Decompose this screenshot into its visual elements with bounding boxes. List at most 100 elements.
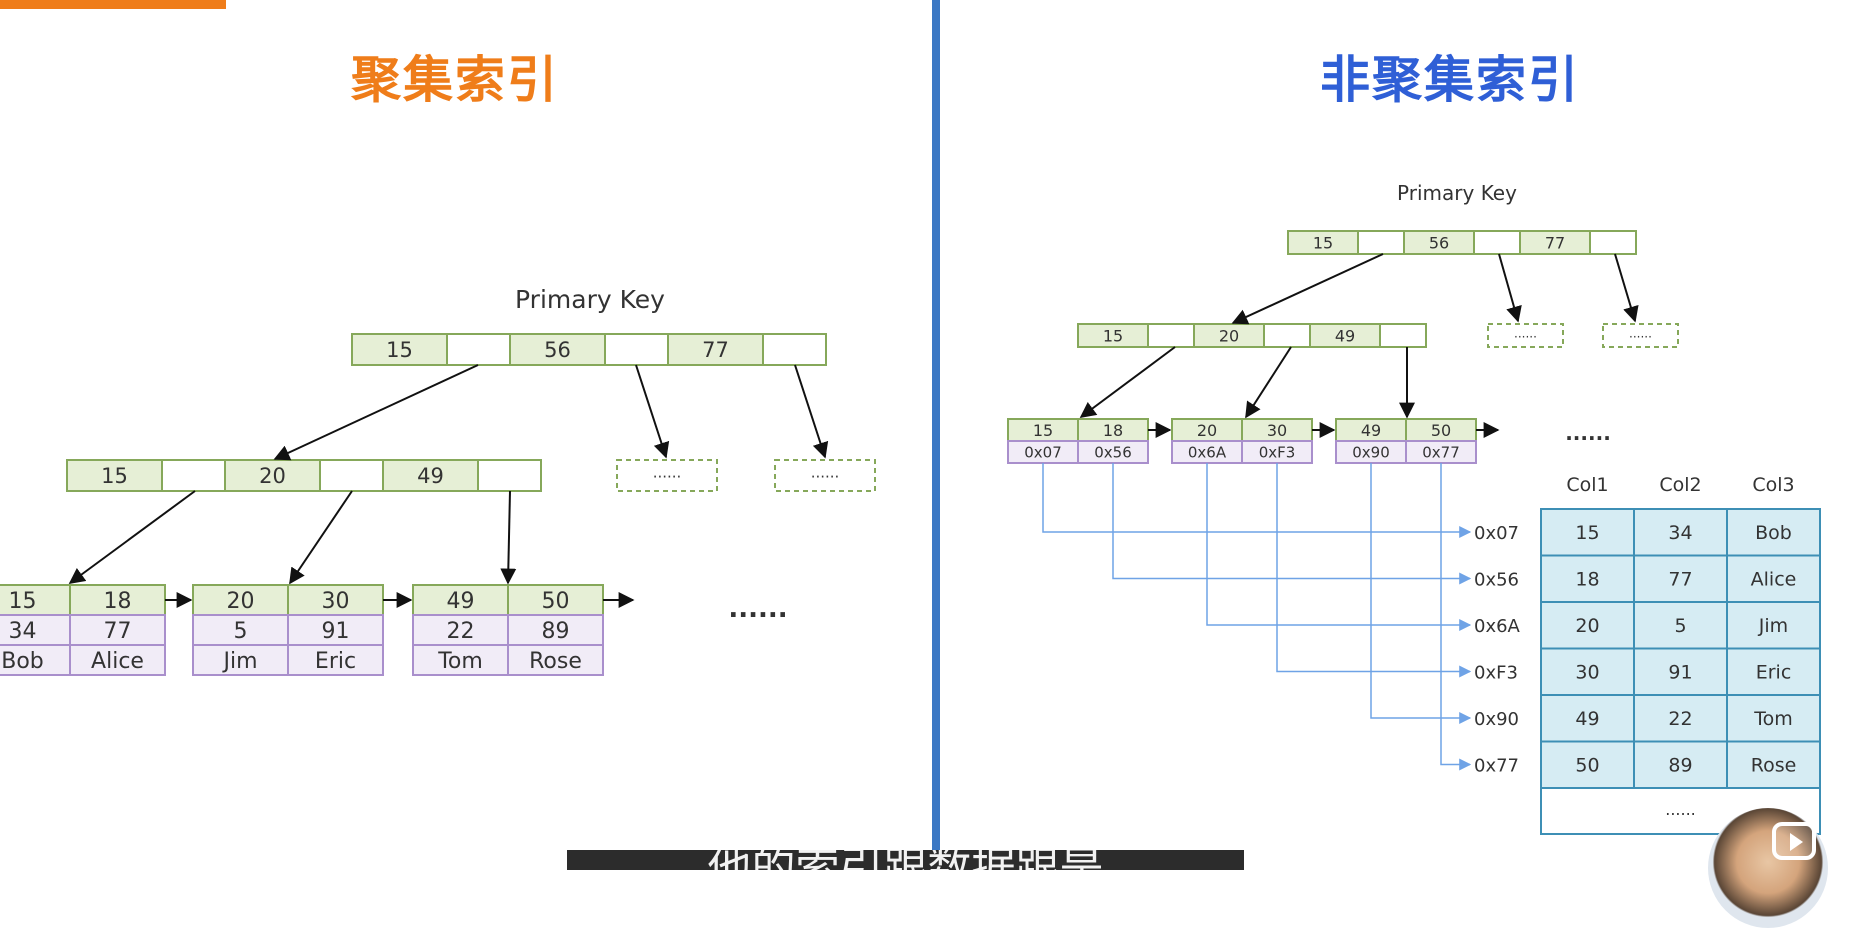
leaf-col2-text: 22 bbox=[447, 619, 475, 644]
subtitle-text: 他的索引跟数据跟是 bbox=[567, 850, 1244, 870]
level2-to-leaf2-arrow bbox=[1245, 346, 1292, 419]
leaf-key-text: 49 bbox=[447, 589, 475, 614]
table-cell-cell bbox=[1633, 601, 1728, 650]
leaf-ellipsis: ...... bbox=[728, 594, 787, 624]
primary-key-label: Primary Key bbox=[515, 285, 665, 314]
leaf-key-text: 15 bbox=[1033, 421, 1053, 440]
root-node-key-text: 77 bbox=[702, 338, 729, 362]
row-pointer-line bbox=[1370, 463, 1472, 724]
root-node-key-text: 77 bbox=[1545, 233, 1565, 252]
leaf-col3-text: Rose bbox=[529, 649, 582, 674]
leaf-address-text: 0x6A bbox=[1188, 443, 1227, 461]
root-node-key-text: 56 bbox=[544, 338, 571, 362]
level2-node-key-cell bbox=[382, 459, 479, 492]
root-node-key-cell bbox=[667, 333, 764, 366]
table-cell-text: Alice bbox=[1751, 569, 1797, 591]
table-cell-text: 15 bbox=[1575, 522, 1599, 544]
nonclustered-index-title: 非聚集索引 bbox=[1320, 51, 1580, 109]
level2-node-key-text: 49 bbox=[417, 464, 444, 488]
play-icon[interactable] bbox=[1772, 822, 1816, 860]
level2-to-leaf2-arrow bbox=[289, 490, 353, 585]
root-node-pointer-cell bbox=[1589, 230, 1637, 255]
leaf-col3-text: Jim bbox=[221, 649, 257, 674]
leaf-key-text: 20 bbox=[1197, 421, 1217, 440]
dashed-node-placeholder-text: ...... bbox=[811, 464, 840, 482]
table-header: Col3 bbox=[1752, 474, 1794, 496]
table-cell-cell bbox=[1633, 647, 1728, 696]
leaf-col3-text: Tom bbox=[437, 649, 483, 674]
leaf-ellipsis: ...... bbox=[1565, 421, 1611, 445]
leaf-address-text: 0x77 bbox=[1422, 443, 1460, 461]
table-cell-text: 18 bbox=[1575, 569, 1599, 591]
level2-node-pointer-cell bbox=[1263, 323, 1311, 348]
leaf-key-text: 30 bbox=[322, 589, 350, 614]
row-pointer-label: 0xF3 bbox=[1474, 663, 1518, 684]
root-to-node2-arrow bbox=[1498, 253, 1522, 323]
root-node-pointer-cell bbox=[604, 333, 669, 366]
dashed-node-placeholder-text: ...... bbox=[653, 464, 682, 482]
leaf-key-text: 18 bbox=[104, 589, 132, 614]
row-pointer-label: 0x77 bbox=[1474, 756, 1519, 777]
leaf-col3-text: Eric bbox=[315, 649, 356, 674]
dashed-node-placeholder bbox=[1602, 323, 1679, 348]
clustered-index-title: 聚集索引 bbox=[351, 51, 559, 109]
table-cell-cell bbox=[1540, 554, 1635, 603]
table-cell-text: 20 bbox=[1575, 615, 1599, 637]
leaf-key-text: 30 bbox=[1267, 421, 1287, 440]
table-cell-cell bbox=[1726, 740, 1821, 789]
row-pointer-label: 0x56 bbox=[1474, 570, 1519, 591]
row-pointer-line bbox=[1440, 463, 1472, 771]
root-to-node2-arrow bbox=[635, 364, 670, 459]
leaf-address-text: 0x07 bbox=[1024, 443, 1062, 461]
leaf-col2-text: 77 bbox=[104, 619, 132, 644]
dashed-node-placeholder bbox=[774, 459, 876, 492]
root-to-level2-arrow bbox=[273, 364, 479, 461]
root-node-pointer-cell bbox=[762, 333, 827, 366]
leaf-key-text: 50 bbox=[542, 589, 570, 614]
orange-accent-bar bbox=[0, 0, 226, 9]
level2-node-key-text: 20 bbox=[1219, 326, 1239, 345]
table-cell-text: Bob bbox=[1755, 522, 1792, 544]
table-cell-text: 22 bbox=[1668, 708, 1692, 730]
video-subtitle: 他的索引跟数据跟是 bbox=[567, 850, 1244, 870]
level2-node-key-cell bbox=[224, 459, 321, 492]
leaf-col3-text: Alice bbox=[91, 649, 144, 674]
level2-to-leaf1-arrow bbox=[68, 490, 196, 584]
level2-to-leaf3-arrow bbox=[500, 490, 517, 585]
row-pointer-line bbox=[1276, 463, 1472, 678]
table-header: Col2 bbox=[1659, 474, 1701, 496]
dashed-node-placeholder bbox=[616, 459, 718, 492]
table-cell-cell bbox=[1633, 508, 1728, 557]
row-pointer-line bbox=[1112, 463, 1472, 585]
root-to-level2-arrow bbox=[1231, 253, 1384, 325]
leaf-key-cell bbox=[192, 584, 289, 616]
root-node-pointer-cell bbox=[446, 333, 511, 366]
table-cell-text: 50 bbox=[1575, 755, 1599, 777]
level2-node-pointer-cell bbox=[477, 459, 542, 492]
leaf-col3-cell bbox=[507, 644, 604, 676]
table-cell-cell bbox=[1726, 694, 1821, 743]
leaf-col2-cell bbox=[287, 614, 384, 646]
root-node-key-cell bbox=[351, 333, 448, 366]
leaf-col3-cell bbox=[0, 644, 71, 676]
table-cell-text: Jim bbox=[1758, 615, 1788, 637]
row-pointer-line bbox=[1206, 463, 1472, 631]
leaf-col3-text: Bob bbox=[1, 649, 44, 674]
root-node-key-text: 15 bbox=[1313, 233, 1333, 252]
table-cell-text: 49 bbox=[1575, 708, 1599, 730]
leaf-key-text: 49 bbox=[1361, 421, 1381, 440]
row-pointer-label: 0x07 bbox=[1474, 523, 1519, 544]
leaf-col2-cell bbox=[507, 614, 604, 646]
table-cell-text: 77 bbox=[1668, 569, 1692, 591]
leaf-address-text: 0xF3 bbox=[1259, 443, 1296, 461]
leaf-address-text: 0x90 bbox=[1352, 443, 1390, 461]
table-ellipsis: ...... bbox=[1665, 800, 1696, 819]
root-to-node3-arrow bbox=[1614, 253, 1639, 323]
root-node-pointer-cell bbox=[1357, 230, 1405, 255]
leaf-col2-text: 91 bbox=[322, 619, 350, 644]
primary-key-label: Primary Key bbox=[1397, 181, 1517, 205]
leaf-col2-text: 34 bbox=[9, 619, 37, 644]
table-cell-text: 30 bbox=[1575, 662, 1599, 684]
table-cell-text: Tom bbox=[1753, 708, 1793, 730]
